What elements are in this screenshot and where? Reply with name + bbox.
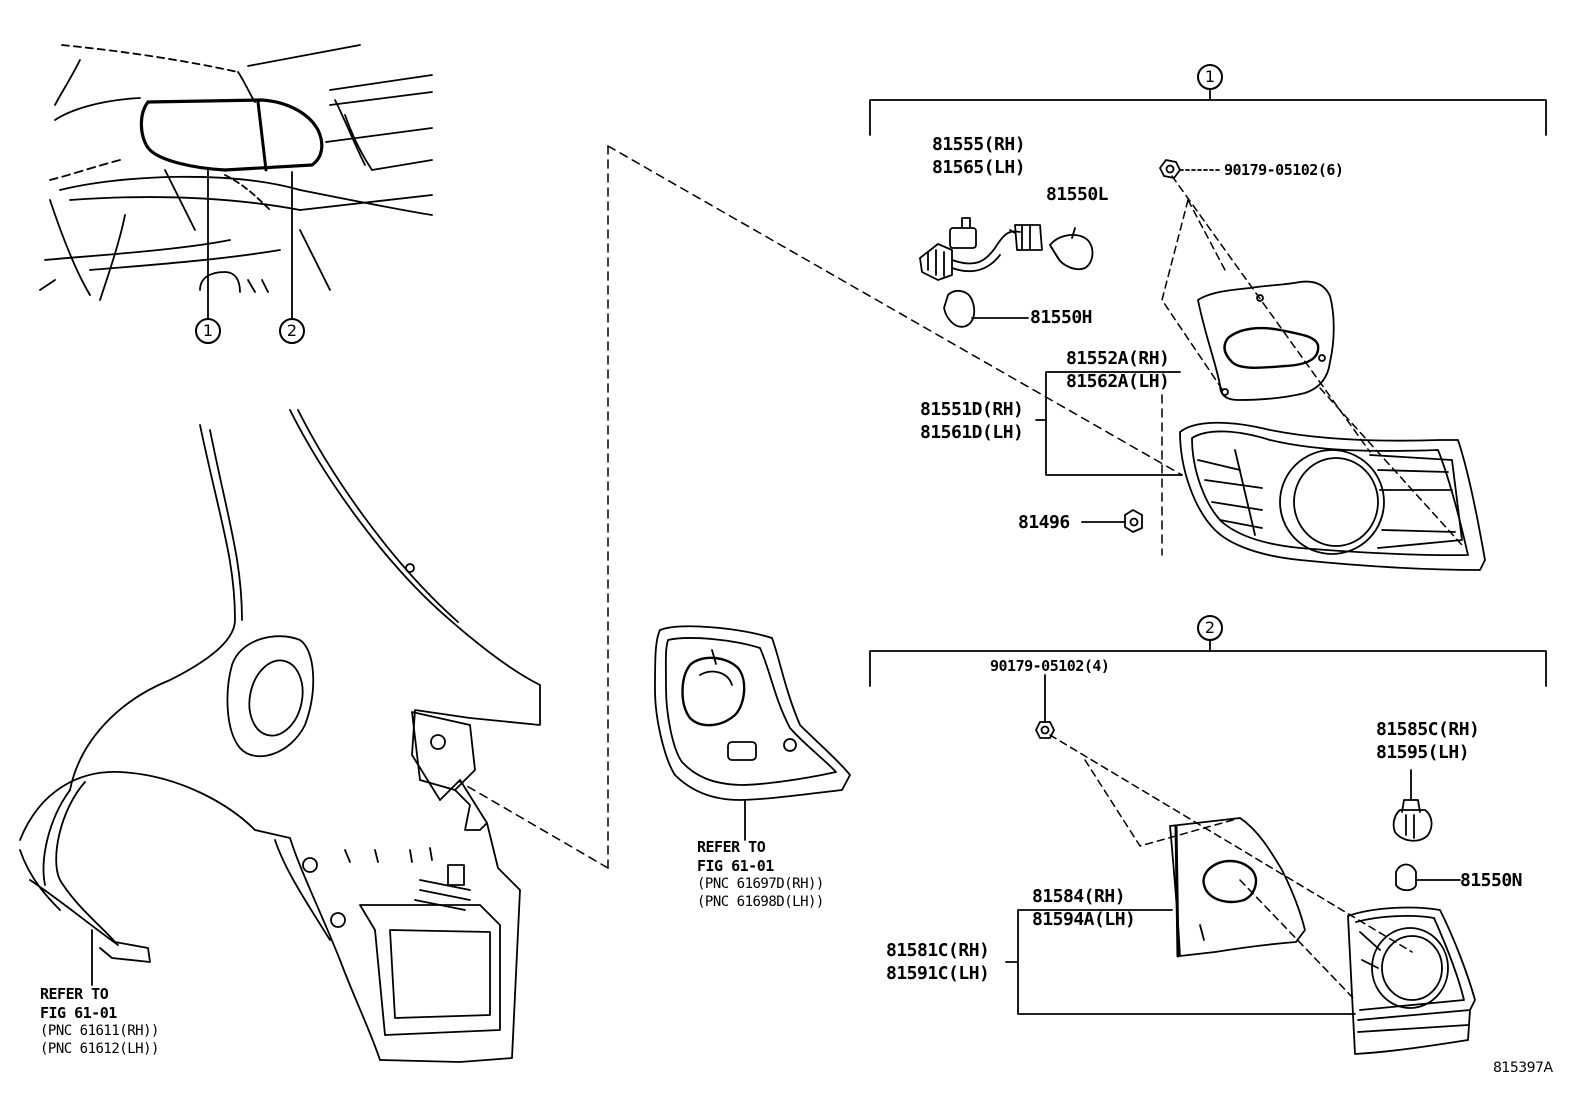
ref-left-line3: (PNC 61611(RH)) [40, 1023, 159, 1039]
nut-90179-6 [1159, 159, 1223, 179]
bulb-81550N [1395, 863, 1461, 892]
ref-left-line2: FIG 61-01 [40, 1004, 117, 1022]
part-label-81550l: 81550L [1046, 184, 1109, 205]
bulb-81550L [1049, 227, 1094, 271]
part-label-81581c-rh: 81581C(RH) [886, 940, 990, 961]
callout-2-vehicle: 2 [279, 318, 305, 344]
part-label-81562a-lh: 81562A(LH) [1066, 371, 1170, 392]
ref-center-line3: (PNC 61697D(RH)) [697, 876, 824, 892]
callout-1-vehicle: 1 [195, 318, 221, 344]
lamp-housing-center [654, 625, 851, 841]
part-label-81584-rh: 81584(RH) [1032, 886, 1126, 907]
vehicle-rear-view [39, 44, 433, 319]
socket-wire [919, 217, 1043, 281]
nut-90179-4 [1035, 674, 1055, 739]
part-label-81565-lh: 81565(LH) [932, 157, 1026, 178]
gasket-81584 [1169, 817, 1306, 958]
ref-center-line2: FIG 61-01 [697, 857, 774, 875]
group-2-leaders [1005, 909, 1356, 1015]
part-label-81594a-lh: 81594A(LH) [1032, 909, 1136, 930]
callout-1-group: 1 [1197, 64, 1223, 90]
group-1-leaders [1035, 371, 1183, 476]
projection-lines [459, 145, 1183, 869]
part-label-81591c-lh: 81591C(LH) [886, 963, 990, 984]
ref-left-line1: REFER TO [40, 985, 109, 1003]
part-label-90179-05102-6: 90179-05102(6) [1224, 161, 1344, 179]
quarter-panel [19, 409, 541, 1063]
part-label-81496: 81496 [1018, 512, 1070, 533]
part-label-81595-lh: 81595(LH) [1376, 742, 1470, 763]
part-label-81585c-rh: 81585C(RH) [1376, 719, 1480, 740]
bulb-81550H [943, 289, 1029, 328]
part-label-81561d-lh: 81561D(LH) [920, 422, 1024, 443]
ref-center-line4: (PNC 61698D(LH)) [697, 894, 824, 910]
ref-center-line1: REFER TO [697, 838, 766, 856]
clip-81496 [1081, 509, 1143, 533]
part-label-81552a-rh: 81552A(RH) [1066, 348, 1170, 369]
part-label-81550h: 81550H [1030, 307, 1093, 328]
gasket-81552A [1197, 280, 1335, 401]
socket-81585C [1392, 769, 1433, 842]
part-label-81555-rh: 81555(RH) [932, 134, 1026, 155]
part-label-81551d-rh: 81551D(RH) [920, 399, 1024, 420]
part-label-90179-05102-4: 90179-05102(4) [990, 657, 1110, 675]
part-label-81550n: 81550N [1460, 870, 1523, 891]
lamp-assembly-81551D [1179, 421, 1486, 571]
callout-2-group: 2 [1197, 615, 1223, 641]
group-1-bracket [869, 89, 1547, 136]
ref-left-line4: (PNC 61612(LH)) [40, 1041, 159, 1057]
figure-id: 815397A [1493, 1060, 1553, 1076]
group-1-dashed-lines [1161, 175, 1463, 546]
group-2-bracket [869, 640, 1547, 687]
lamp-assembly-81581C [1347, 906, 1476, 1055]
group-2-dashed-lines [1049, 734, 1413, 1001]
